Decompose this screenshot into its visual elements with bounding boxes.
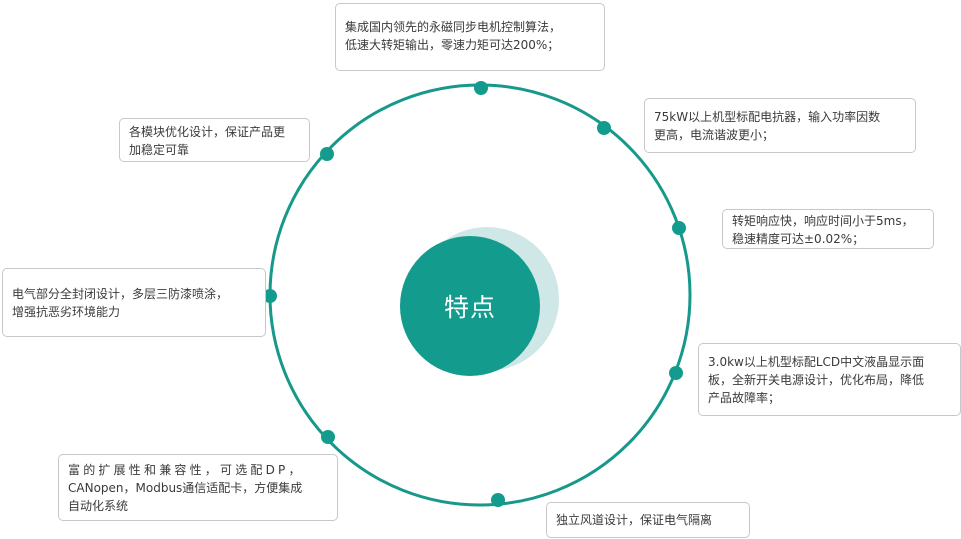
- ring-node-left: [263, 289, 277, 303]
- ring-node-top-left: [320, 147, 334, 161]
- feature-box-motor-control: 集成国内领先的永磁同步电机控制算法， 低速大转矩输出，零速力矩可达200%；: [335, 3, 605, 71]
- ring-node-bottom: [491, 493, 505, 507]
- ring-node-top-right: [597, 121, 611, 135]
- ring-node-right-lower: [669, 366, 683, 380]
- feature-box-sealed-design: 电气部分全封闭设计，多层三防漆喷涂， 增强抗恶劣环境能力: [2, 268, 266, 337]
- ring-node-bottom-left: [321, 430, 335, 444]
- center-circle: [400, 236, 540, 376]
- feature-text-line: 转矩响应快，响应时间小于5ms，: [732, 214, 914, 228]
- center-title: 特点: [443, 293, 496, 322]
- feature-text-line: 独立风道设计，保证电气隔离: [556, 513, 713, 527]
- feature-text-line: 富的扩展性和兼容性，可选配DP，: [68, 463, 304, 477]
- ring-node-top: [474, 81, 488, 95]
- feature-text-line: 更高，电流谐波更小；: [654, 128, 775, 142]
- feature-text-line: 自动化系统: [68, 499, 129, 513]
- feature-box-lcd-panel: 3.0kw以上机型标配LCD中文液晶显示面 板，全新开关电源设计，优化布局，降低…: [698, 343, 961, 416]
- feature-box-expansion: 富的扩展性和兼容性，可选配DP， CANopen，Modbus通信适配卡，方便集…: [58, 454, 338, 521]
- feature-box-torque-response: 转矩响应快，响应时间小于5ms， 稳速精度可达±0.02%；: [722, 209, 934, 249]
- feature-text-line: 低速大转矩输出，零速力矩可达200%；: [345, 38, 560, 52]
- feature-text-line: 增强抗恶劣环境能力: [12, 305, 121, 319]
- feature-text-line: 加稳定可靠: [129, 143, 190, 157]
- ring-nodes: [263, 81, 686, 507]
- feature-text-line: 各模块优化设计，保证产品更: [129, 125, 286, 139]
- feature-text-line: 产品故障率；: [708, 391, 781, 405]
- feature-text-line: 电气部分全封闭设计，多层三防漆喷涂，: [12, 287, 229, 301]
- feature-text-line: CANopen，Modbus通信适配卡，方便集成: [68, 481, 303, 495]
- feature-text-line: 板，全新开关电源设计，优化布局，降低: [708, 373, 925, 387]
- ring-node-right-upper: [672, 221, 686, 235]
- feature-text-line: 稳速精度可达±0.02%；: [732, 232, 865, 246]
- feature-text-line: 3.0kw以上机型标配LCD中文液晶显示面: [708, 355, 925, 369]
- feature-box-air-duct: 独立风道设计，保证电气隔离: [546, 502, 750, 538]
- feature-text-line: 集成国内领先的永磁同步电机控制算法，: [345, 20, 562, 34]
- feature-box-reactor: 75kW以上机型标配电抗器，输入功率因数 更高，电流谐波更小；: [644, 98, 916, 153]
- feature-box-module-design: 各模块优化设计，保证产品更 加稳定可靠: [119, 118, 310, 162]
- feature-text-line: 75kW以上机型标配电抗器，输入功率因数: [654, 110, 881, 124]
